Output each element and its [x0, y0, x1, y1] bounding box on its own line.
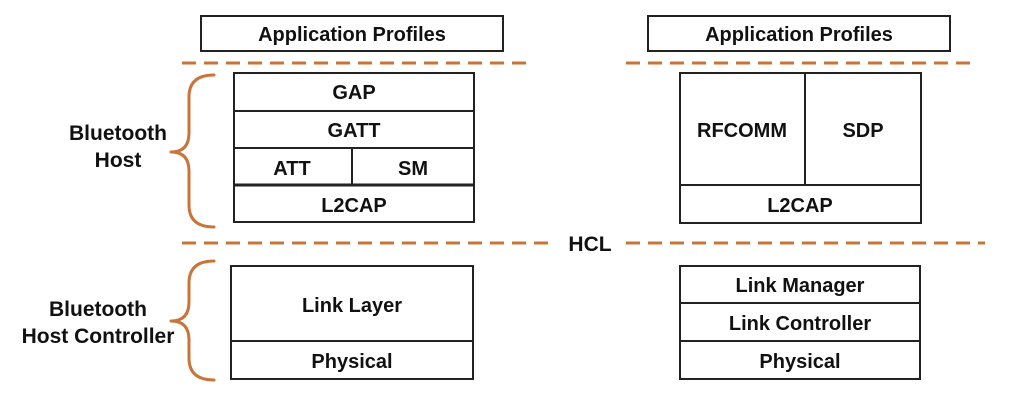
right-application-profiles-box: Application Profiles — [647, 15, 951, 52]
left-physical-label: Physical — [311, 351, 392, 373]
gatt-label: GATT — [328, 120, 381, 142]
host-label-line2: Host — [95, 149, 142, 172]
controller-label-line1: Bluetooth — [49, 298, 147, 321]
left-stack: Application Profiles GAP GATT ATT SM L2C… — [200, 15, 504, 380]
left-application-profiles-box: Application Profiles — [200, 15, 504, 52]
gap-label: GAP — [332, 82, 375, 104]
sdp-label: SDP — [842, 120, 883, 142]
left-l2cap-label: L2CAP — [321, 195, 387, 217]
att-label: ATT — [273, 158, 310, 180]
host-brace — [169, 73, 216, 229]
controller-brace — [169, 259, 216, 382]
right-l2cap-label: L2CAP — [767, 195, 833, 217]
controller-label-line2: Host Controller — [22, 325, 175, 348]
braces — [169, 73, 216, 382]
right-application-profiles-label: Application Profiles — [705, 24, 893, 46]
left-controller-stack: Link Layer Physical — [230, 265, 474, 380]
link-manager-label: Link Manager — [736, 275, 865, 297]
hcl-label: HCL — [568, 233, 611, 256]
right-stack: Application Profiles RFCOMM SDP L2CAP Li… — [647, 15, 951, 380]
right-physical-label: Physical — [759, 351, 840, 373]
link-controller-label: Link Controller — [729, 313, 871, 335]
left-host-stack: GAP GATT ATT SM L2CAP — [233, 72, 475, 223]
host-label-line1: Bluetooth — [69, 122, 167, 145]
side-labels: Bluetooth Host Bluetooth Host Controller… — [22, 122, 612, 348]
separators — [182, 61, 985, 245]
left-application-profiles-label: Application Profiles — [258, 24, 446, 46]
link-layer-label: Link Layer — [302, 295, 402, 317]
right-host-stack: RFCOMM SDP L2CAP — [679, 72, 922, 224]
rfcomm-label: RFCOMM — [697, 120, 787, 142]
right-controller-stack: Link Manager Link Controller Physical — [679, 265, 921, 380]
sm-label: SM — [398, 158, 428, 180]
